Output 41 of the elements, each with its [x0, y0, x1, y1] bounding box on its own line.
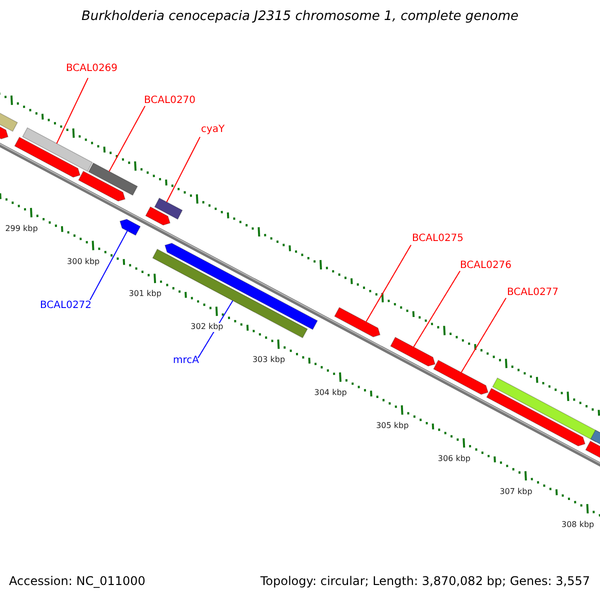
leader-line: [366, 244, 412, 322]
gene-label: BCAL0270: [144, 95, 196, 106]
gene-bar: [88, 162, 138, 196]
scale-label: 304 kbp: [314, 389, 347, 398]
gene-label: BCAL0277: [507, 287, 559, 298]
gene-bar: [154, 198, 183, 220]
leader-line: [108, 106, 146, 172]
gene-feature: [164, 242, 318, 330]
leader-line: [90, 230, 128, 300]
gene-label: mrcA: [173, 355, 199, 366]
gene-feature: [145, 206, 170, 226]
leader-line: [166, 136, 200, 202]
gene-feature: [120, 218, 141, 236]
gene-feature: [14, 136, 80, 178]
leader-line: [460, 298, 506, 373]
scale-label: 299 kbp: [5, 224, 38, 234]
scale-label: 305 kbp: [376, 422, 409, 431]
title: Burkholderia cenocepacia J2315 chromosome 1, complete genome: [80, 10, 520, 24]
scale-label: 302 kbp: [190, 323, 224, 332]
gene-label: BCAL0272: [40, 300, 92, 311]
gene-bar: [22, 127, 93, 172]
scale-label: 303 kbp: [252, 356, 286, 365]
genome-info-text: Topology: circular; Length: 3,870,082 bp; Genes: 3,557: [260, 575, 590, 588]
gene-bar: [492, 377, 600, 442]
gene-label: BCAL0276: [460, 260, 512, 271]
gene-label: cyaY: [201, 124, 225, 135]
scale-label: 300 kbp: [67, 258, 100, 266]
scale-label: 301 kbp: [128, 290, 162, 300]
accession-text: Accession: NC_011000: [9, 575, 146, 588]
scale-label: 308 kbp: [562, 520, 594, 530]
gene-feature: [78, 170, 126, 202]
leader-line: [413, 270, 460, 348]
scale-label: 306 kbp: [438, 454, 470, 464]
leader-line: [56, 78, 88, 144]
gene-feature: [390, 336, 436, 367]
gene-label: BCAL0275: [412, 233, 464, 244]
gene-feature: [334, 306, 380, 338]
gene-feature: [433, 360, 488, 395]
gene-label: BCAL0269: [66, 63, 118, 74]
gene-feature: [486, 388, 586, 446]
scale-label: 307 kbp: [500, 488, 532, 497]
